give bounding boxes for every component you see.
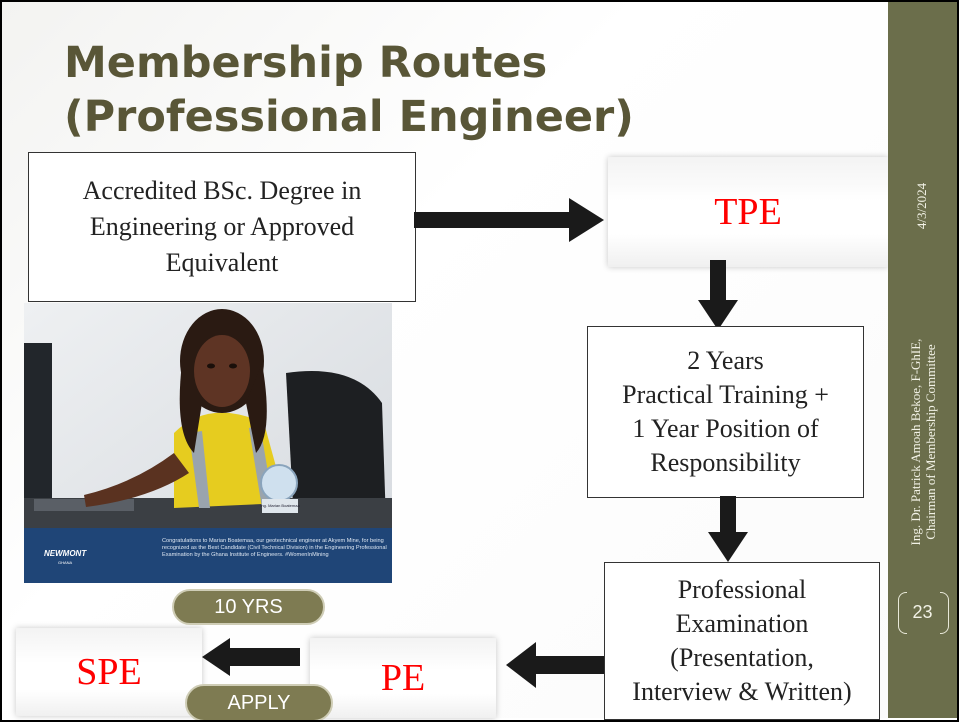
training-line-3: 1 Year Position of: [632, 414, 819, 443]
page-number-badge: 23: [888, 590, 957, 636]
exam-line-3: (Presentation,: [670, 643, 814, 672]
spe-box: SPE: [16, 628, 202, 716]
bsc-degree-box: Accredited BSc. Degree in Engineering or…: [28, 152, 416, 302]
tpe-label: TPE: [714, 191, 782, 233]
slide-date: 4/3/2024: [914, 182, 929, 230]
newmont-logo-sub: GHANA: [58, 560, 73, 565]
ten-years-badge: 10 YRS: [172, 589, 325, 625]
arrow-right-icon: [414, 198, 604, 242]
spe-label: SPE: [76, 651, 142, 693]
exam-line-2: Examination: [675, 609, 809, 638]
slide-title: Membership Routes (Professional Engineer…: [64, 38, 634, 142]
arrow-down-icon: [698, 260, 738, 330]
exam-line-1: Professional: [677, 575, 807, 604]
newmont-logo: NEWMONT: [44, 549, 87, 558]
training-line-1: 2 Years: [687, 346, 764, 375]
arrow-down-icon: [708, 496, 748, 562]
pe-label: PE: [380, 657, 426, 699]
slide-content: Membership Routes (Professional Engineer…: [2, 2, 888, 722]
author-line-1: Ing. Dr. Patrick Amoah Bekoe, F-GhIE,: [908, 338, 923, 546]
bsc-degree-text: Accredited BSc. Degree in Engineering or…: [82, 176, 362, 277]
training-line-2: Practical Training +: [622, 380, 829, 409]
practical-training-box: 2 Years Practical Training + 1 Year Posi…: [587, 326, 864, 498]
arrow-left-icon: [506, 642, 604, 688]
photo-caption: Congratulations to Marian Boatemaa, our …: [162, 538, 387, 558]
page-number: 23: [912, 602, 933, 622]
pe-box: PE: [310, 638, 496, 718]
training-line-4: Responsibility: [650, 448, 801, 477]
plaque-text: Ing. Marian Boatemaa: [260, 503, 300, 508]
apply-badge: APPLY: [185, 684, 333, 722]
office-scene-illustration: Ing. Marian Boatemaa NEWMONT GHANA: [24, 303, 392, 583]
arrow-left-icon: [202, 638, 300, 676]
tpe-box: TPE: [608, 157, 888, 267]
author-credit: Ing. Dr. Patrick Amoah Bekoe, F-GhIE, Ch…: [908, 287, 938, 597]
exam-line-4: Interview & Written): [632, 677, 852, 706]
professional-examination-box: Professional Examination (Presentation, …: [604, 562, 880, 720]
left-bracket-icon: [898, 592, 907, 634]
engineer-photo: Ing. Marian Boatemaa NEWMONT GHANA Congr…: [24, 303, 392, 583]
author-line-2: Chairman of Membership Committee: [923, 344, 938, 540]
